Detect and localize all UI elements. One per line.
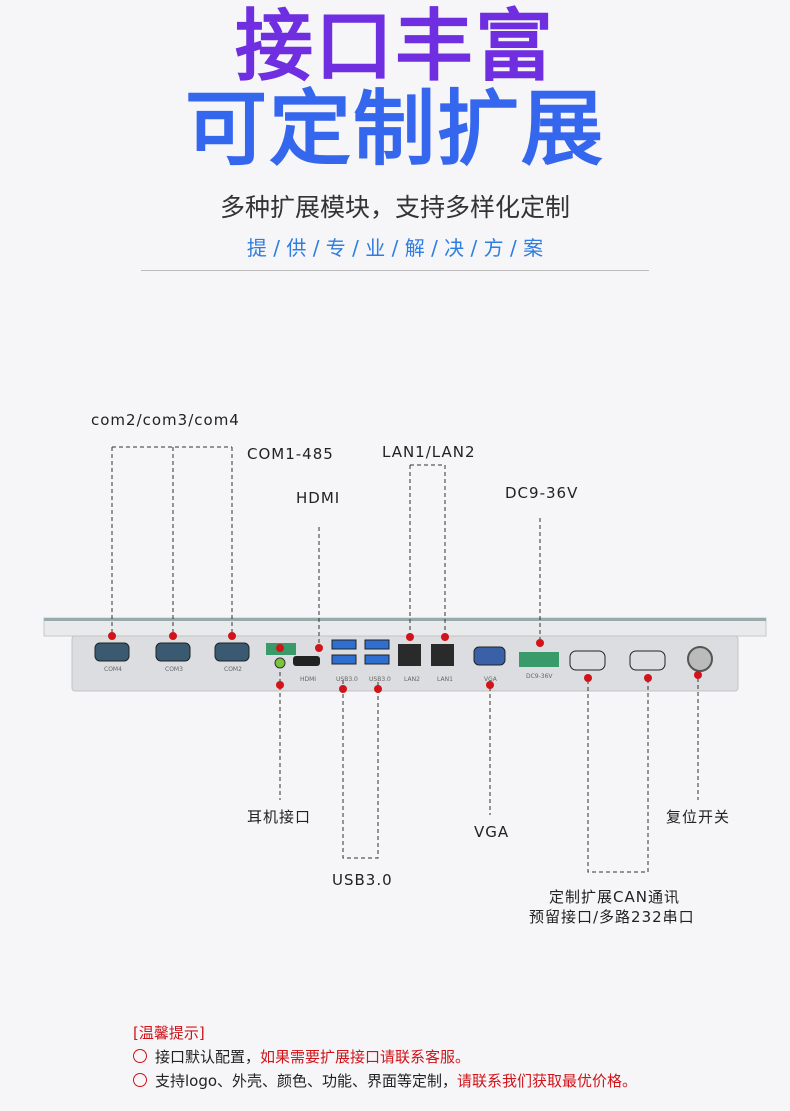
tagline: 提 / 供 / 专 / 业 / 解 / 决 / 方 / 案 xyxy=(246,236,544,260)
callout-vga: VGA xyxy=(474,823,510,841)
audio-jack xyxy=(274,657,286,669)
callout-audio: 耳机接口 xyxy=(247,808,312,826)
note-line-2: 支持logo、外壳、颜色、功能、界面等定制，请联系我们获取最优价格。 xyxy=(133,1068,637,1094)
port-label-vga: VGA xyxy=(484,676,497,683)
device xyxy=(43,617,767,692)
port-label-com4: COM4 xyxy=(104,666,122,673)
port-label-lan2: LAN2 xyxy=(404,676,420,683)
port-label-usb-b: USB3.0 xyxy=(369,676,391,683)
reserved-port-2 xyxy=(629,650,666,671)
port-label-lan1: LAN1 xyxy=(437,676,453,683)
callout-can-line2: 预留接口/多路232串口 xyxy=(529,908,695,926)
hdmi-port xyxy=(293,656,320,666)
lan1-port xyxy=(431,644,454,666)
callout-reset: 复位开关 xyxy=(666,808,731,826)
note-line-1: 接口默认配置，如果需要扩展接口请联系客服。 xyxy=(133,1044,470,1070)
callout-dots xyxy=(108,632,702,693)
vga-port xyxy=(473,646,506,666)
notes-title: [温馨提示] xyxy=(133,1024,205,1042)
callout-com1: COM1-485 xyxy=(247,445,334,463)
note-2-black: 支持logo、外壳、颜色、功能、界面等定制， xyxy=(155,1072,458,1090)
port-label-com2: COM2 xyxy=(224,666,242,673)
port-label-usb-a: USB3.0 xyxy=(336,676,358,683)
note-2-red: 请联系我们获取最优价格。 xyxy=(457,1072,638,1090)
title-line-2: 可定制扩展 xyxy=(184,82,605,177)
callout-can-line1: 定制扩展CAN通讯 xyxy=(549,888,680,906)
bullet-circle-icon xyxy=(133,1073,147,1087)
callout-usb: USB3.0 xyxy=(332,871,393,889)
callout-hdmi: HDMI xyxy=(296,489,341,507)
callout-lan: LAN1/LAN2 xyxy=(382,443,476,461)
callout-lines xyxy=(111,446,699,873)
reset-button xyxy=(687,646,713,672)
title-line-1: 接口丰富 xyxy=(234,2,555,92)
callout-com234: com2/com3/com4 xyxy=(91,411,240,429)
subtitle: 多种扩展模块，支持多样化定制 xyxy=(219,193,570,222)
note-1-red: 如果需要扩展接口请联系客服。 xyxy=(260,1048,471,1066)
port-label-com3: COM3 xyxy=(165,666,183,673)
note-1-black: 接口默认配置， xyxy=(155,1048,261,1066)
divider xyxy=(141,270,649,271)
dc-terminal xyxy=(519,652,559,667)
port-label-dc: DC9-36V xyxy=(526,673,553,680)
callout-dc: DC9-36V xyxy=(505,484,579,502)
lan2-port xyxy=(398,644,421,666)
bullet-circle-icon xyxy=(133,1049,147,1063)
reserved-port-1 xyxy=(569,650,606,671)
port-label-hdmi: HDMI xyxy=(300,676,317,683)
com-ports xyxy=(94,642,250,662)
